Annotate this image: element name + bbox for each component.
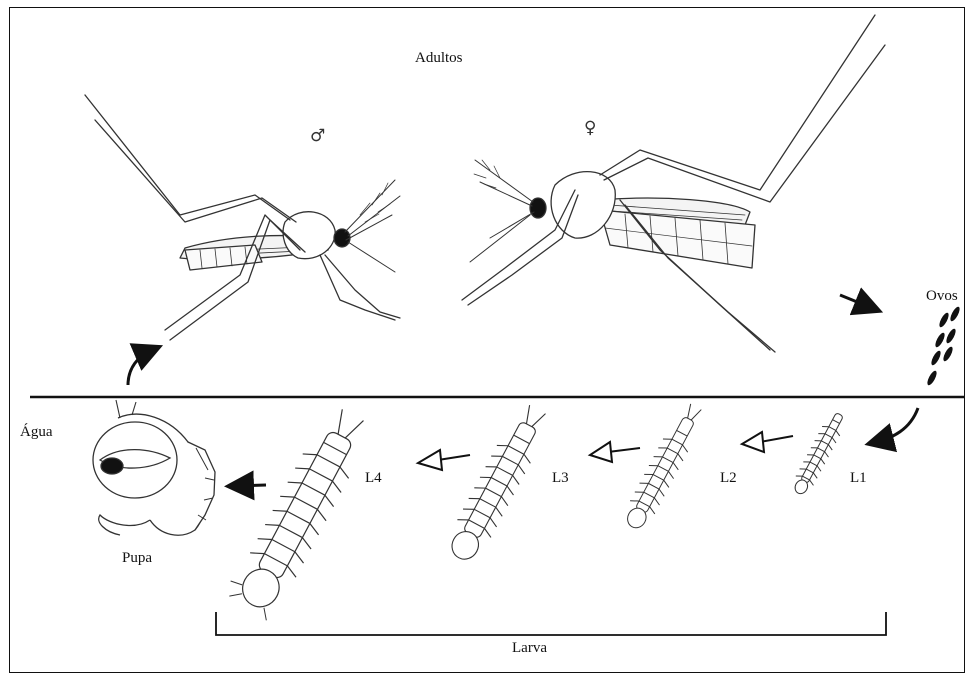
arrow-pupa-to-adults [128,350,152,385]
larva-bracket [216,612,886,635]
larva-l2-illustration [620,400,709,533]
male-mosquito-illustration [85,95,400,340]
adults-title: Adultos [415,50,463,67]
female-mosquito-illustration [462,15,885,352]
stage-label-l3: L3 [552,470,569,487]
arrow-l1-to-l2 [742,432,793,452]
eggs-label: Ovos [926,288,958,305]
stage-label-l1: L1 [850,470,867,487]
arrow-eggs-to-l1 [876,408,918,442]
larva-l1-illustration [789,410,848,498]
larva-group-label: Larva [512,640,547,657]
arrow-l2-to-l3 [590,442,640,462]
arrow-l3-to-l4 [418,450,470,470]
pupa-label: Pupa [122,550,152,567]
pupa-illustration [93,400,215,535]
water-label: Água [20,424,53,441]
arrow-l4-to-pupa [236,485,266,486]
arrow-adults-to-eggs [840,295,872,308]
larva-l3-illustration [442,400,554,566]
stage-label-l2: L2 [720,470,737,487]
female-symbol: ♀ [584,118,596,138]
stage-label-l4: L4 [365,470,382,487]
male-symbol: ♂ [310,126,325,146]
eggs-illustration [926,306,962,387]
larva-l4-illustration [222,401,376,623]
